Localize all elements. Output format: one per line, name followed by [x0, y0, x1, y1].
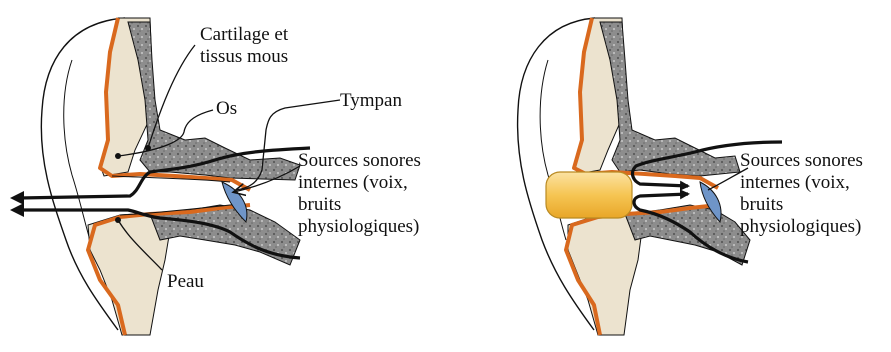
pointer-os-dot [115, 153, 121, 159]
label-cartilage: Cartilage et tissus mous [200, 24, 288, 68]
left-arrowhead-lower [10, 203, 24, 217]
right-upper-bone [600, 22, 740, 176]
label-sources-right: Sources sonores internes (voix, bruits p… [740, 150, 863, 238]
left-auricle-inner-fold [64, 60, 90, 240]
label-tympan: Tympan [340, 90, 402, 112]
right-lower-cartilage [568, 213, 642, 335]
pointer-peau-dot [115, 217, 121, 223]
label-sources-left: Sources sonores internes (voix, bruits p… [298, 150, 421, 238]
left-arrowhead-upper [10, 191, 24, 205]
earplug [546, 172, 632, 218]
label-os: Os [216, 98, 237, 120]
label-peau: Peau [167, 271, 204, 293]
